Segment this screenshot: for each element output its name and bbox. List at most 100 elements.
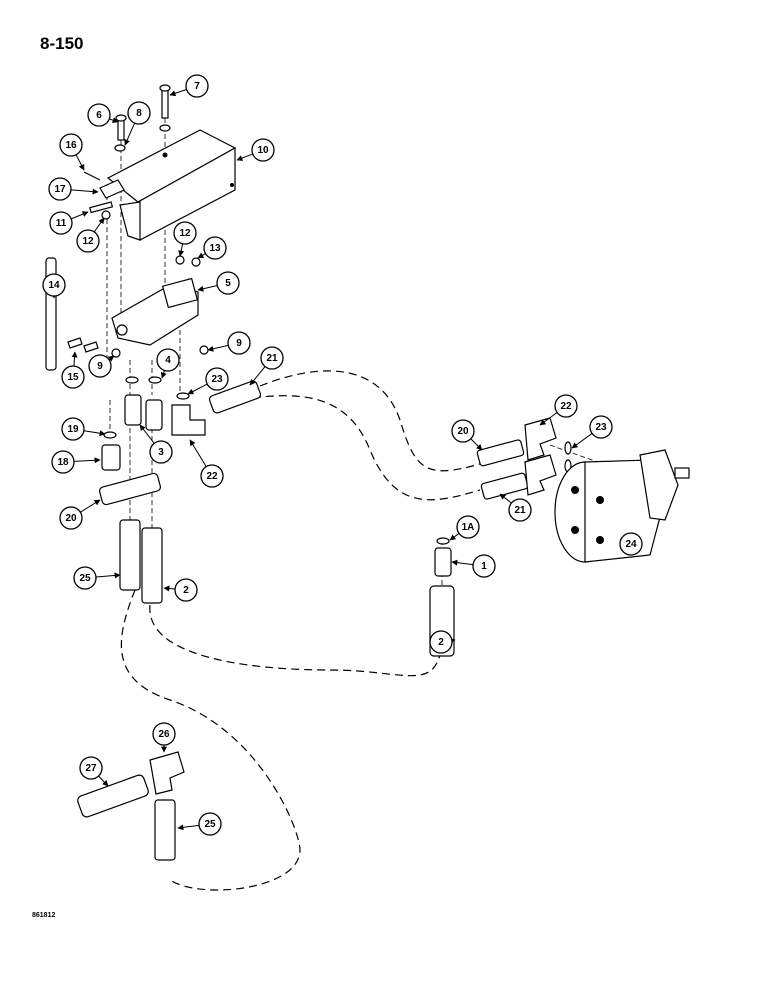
control-valve [111, 277, 199, 346]
callout-number: 10 [257, 145, 269, 156]
motor-bolt-hole [571, 526, 579, 534]
callout-circle [51, 450, 75, 474]
callout-number: 13 [209, 243, 221, 254]
motor-bolt-hole [596, 496, 604, 504]
callout-circle [49, 211, 73, 235]
callout-leader [178, 243, 185, 257]
elbow-22a [171, 404, 206, 436]
cover-flange [119, 201, 141, 241]
callout-circle [251, 138, 275, 162]
callout-2: 2 [429, 630, 456, 654]
callout-27: 27 [79, 756, 109, 787]
callout-circle [48, 177, 72, 201]
callout-circle [149, 440, 173, 464]
callout-circle [173, 221, 197, 245]
motor-flange [639, 449, 679, 521]
callout-12: 12 [76, 217, 105, 253]
callout-circle [61, 365, 85, 389]
callout-circle [87, 103, 111, 127]
callout-leader [207, 344, 229, 352]
cover-hole [162, 152, 168, 158]
callout-leader [163, 585, 176, 592]
callout-leader [93, 217, 105, 233]
cover-bracket [106, 129, 237, 241]
callout-number: 25 [79, 573, 91, 584]
bolt-7 [161, 87, 169, 119]
hose-lower-2 [149, 604, 441, 677]
fitting-3a [124, 394, 142, 426]
fitting-1 [434, 547, 452, 577]
callout-number: 11 [56, 218, 67, 229]
callout-18: 18 [51, 450, 101, 474]
callout-number: 19 [67, 424, 79, 435]
bolt-7-head [159, 84, 171, 92]
callout-leader [197, 252, 206, 259]
callout-26: 26 [152, 722, 176, 753]
oring-23b [564, 441, 572, 455]
callout-19: 19 [61, 417, 106, 441]
callout-leader [197, 285, 218, 292]
callout-circle [260, 346, 284, 370]
callout-circle [429, 630, 453, 654]
callout-number: 2 [438, 637, 444, 648]
callout-circle [205, 367, 229, 391]
nut-13 [191, 257, 201, 267]
callout-circle [198, 812, 222, 836]
callouts: 11A2234567899101112121314151617181920202… [42, 74, 643, 836]
motor-bolt-hole [596, 536, 604, 544]
callout-circle [73, 566, 97, 590]
callout-number: 16 [65, 140, 77, 151]
callout-9: 9 [88, 354, 115, 378]
callout-number: 27 [85, 763, 97, 774]
cover-hole [230, 183, 234, 187]
callout-number: 18 [57, 457, 69, 468]
callout-6: 6 [87, 103, 119, 127]
callout-number: 12 [82, 236, 94, 247]
motor-shaft [674, 467, 690, 479]
callout-leader [249, 366, 266, 386]
callout-leader [124, 122, 136, 146]
callout-number: 26 [158, 729, 170, 740]
callout-circle [76, 229, 100, 253]
callout-circle [59, 133, 83, 157]
callout-2: 2 [163, 578, 198, 602]
callout-leader [83, 430, 106, 437]
nut-9a [111, 348, 121, 358]
callout-leader [236, 153, 253, 161]
clip-15b [83, 341, 99, 353]
callout-22: 22 [189, 439, 224, 488]
callout-leader [470, 438, 483, 451]
callout-circle [42, 273, 66, 297]
callout-leader [70, 211, 89, 220]
washer-8b [159, 124, 171, 132]
callout-24: 24 [619, 532, 643, 556]
oring-23a [176, 392, 190, 400]
callout-circle [185, 74, 209, 98]
motor-bolt-hole [571, 486, 579, 494]
callout-9: 9 [207, 331, 251, 355]
callout-10: 10 [236, 138, 275, 162]
callout-7: 7 [169, 74, 209, 98]
callout-21: 21 [499, 493, 532, 522]
fitting-18 [101, 444, 121, 471]
callout-13: 13 [197, 236, 227, 260]
oring-4b [148, 376, 162, 384]
hose-end-25b [154, 799, 176, 861]
callout-number: 8 [136, 108, 142, 119]
callout-number: 25 [204, 819, 216, 830]
oring-1a [436, 537, 450, 545]
callout-leader [187, 383, 208, 395]
callout-circle [152, 722, 176, 746]
washer-12b [175, 255, 185, 265]
hose-lower-1 [120, 589, 301, 891]
hose-end-21a [208, 380, 262, 414]
callout-number: 2 [183, 585, 189, 596]
callout-number: 6 [96, 110, 102, 121]
bolt-11 [89, 201, 114, 214]
callout-number: 24 [625, 539, 637, 550]
hose-end-21b [480, 472, 529, 500]
callout-1: 1 [451, 554, 496, 578]
callout-leader [539, 412, 558, 426]
callout-circle [59, 506, 83, 530]
hose-lines [120, 370, 511, 891]
